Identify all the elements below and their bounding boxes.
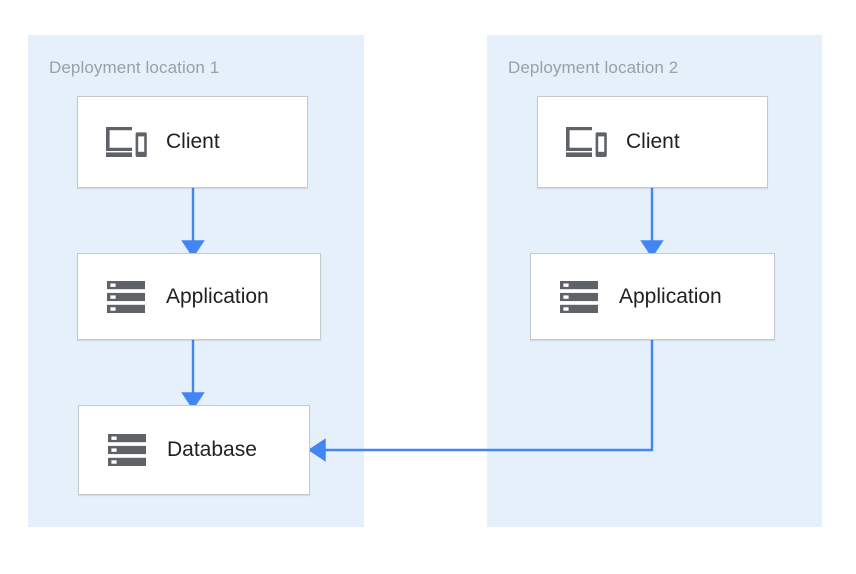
devices-icon [560,119,612,165]
server-icon [101,427,153,473]
node-client-1[interactable]: Client [77,96,308,188]
deployment-zone-2-label: Deployment location 2 [508,58,679,77]
node-application-1[interactable]: Application [77,253,321,340]
node-client-1-label: Client [166,130,220,153]
deployment-zone-1-label: Deployment location 1 [49,58,220,77]
node-client-2[interactable]: Client [537,96,768,188]
node-application-2-label: Application [619,284,722,308]
server-icon [553,274,605,320]
node-application-2[interactable]: Application [530,253,775,340]
devices-icon [100,119,152,165]
node-client-2-label: Client [626,130,680,153]
node-application-1-label: Application [166,284,269,308]
node-database-1[interactable]: Database [78,405,310,495]
node-database-1-label: Database [167,438,257,461]
server-icon [100,274,152,320]
